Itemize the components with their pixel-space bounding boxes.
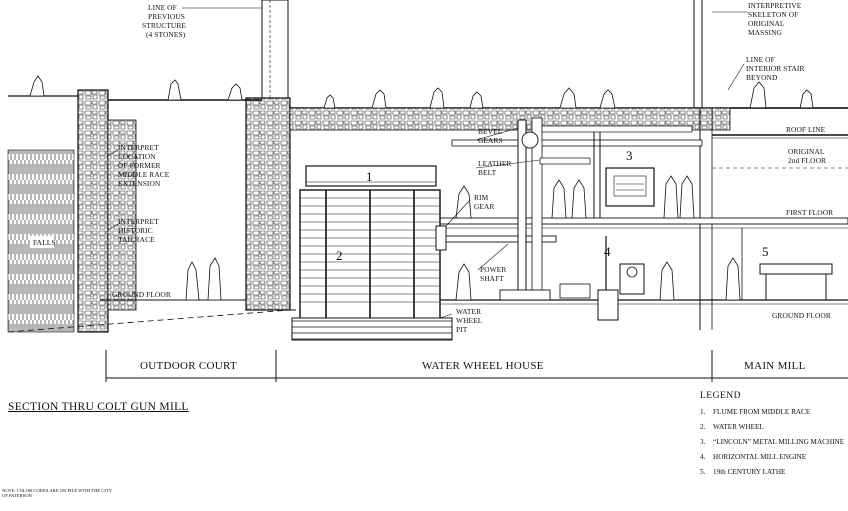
label-falls: FALLS	[33, 238, 56, 247]
legend-heading: LEGEND	[700, 391, 741, 401]
callout-bevel-gears: BEVEL GEARS	[478, 127, 504, 145]
callout-power-shaft: POWER SHAFT	[480, 265, 508, 283]
lathe	[741, 228, 833, 300]
water-wheel	[299, 189, 447, 321]
legend-num: 1.	[700, 408, 706, 416]
section-outdoor-court: OUTDOOR COURT	[140, 360, 237, 372]
callout-leather-belt: LEATHER BELT	[478, 159, 514, 177]
callout-tailrace: INTERPRET HISTORIC TAILRACE	[118, 217, 161, 244]
leader-lines	[107, 7, 748, 319]
callout-middle-race: INTERPRET LOCATION OF FORMER MIDDLE RACE…	[118, 143, 171, 188]
legend-num: 5.	[700, 468, 706, 476]
drawing-title: SECTION THRU COLT GUN MILL	[8, 401, 189, 413]
callout-water-wheel-pit: WATER WHEEL PIT	[456, 307, 484, 334]
flume	[305, 165, 437, 187]
middle-stone-wall	[245, 0, 291, 311]
callout-rim-gear: RIM GEAR	[474, 193, 495, 211]
legend: LEGEND 1. FLUME FROM MIDDLE RACE 2. WATE…	[700, 391, 846, 482]
legend-item-mill-engine: 4. HORIZONTAL MILL ENGINE	[700, 452, 846, 462]
section-water-wheel-house: WATER WHEEL HOUSE	[422, 360, 544, 372]
section-dimension-line	[105, 350, 848, 382]
legend-text: HORIZONTAL MILL ENGINE	[713, 453, 807, 461]
milling-machine	[593, 132, 655, 218]
legend-item-lathe: 5. 19th CENTURY LATHE	[700, 467, 846, 477]
callout-interior-stair: LINE OF INTERIOR STAIR BEYOND	[746, 55, 806, 82]
skeleton-lines	[693, 0, 848, 330]
label-original-2nd-floor: ORIGINAL 2nd FLOOR	[788, 147, 826, 165]
mill-engine	[559, 236, 645, 321]
legend-text: 19th CENTURY LATHE	[713, 468, 786, 476]
label-first-floor: FIRST FLOOR	[786, 208, 833, 217]
callout-interpretive-skeleton: INTERPRETIVE SKELETON OF ORIGINAL MASSIN…	[748, 1, 803, 37]
marker-2: 2	[336, 248, 343, 263]
power-shaft	[445, 117, 693, 301]
legend-item-water-wheel: 2. WATER WHEEL	[700, 422, 846, 432]
legend-num: 4.	[700, 453, 706, 461]
falls-area	[7, 149, 75, 333]
color-code-note: NOTE: COLOR CODES ARE ON FILE WITH THE C…	[2, 488, 112, 499]
tailrace-line	[7, 309, 291, 333]
marker-4: 4	[604, 244, 611, 259]
label-roof-line: ROOF LINE	[786, 125, 826, 134]
legend-num: 3.	[700, 438, 706, 446]
people-silhouettes-inside	[185, 175, 741, 301]
legend-item-milling-machine: 3. “LINCOLN” METAL MILLING MACHINE	[700, 437, 846, 447]
legend-text: “LINCOLN” METAL MILLING MACHINE	[713, 438, 845, 446]
section-main-mill: MAIN MILL	[744, 360, 806, 372]
people-silhouettes-top	[29, 75, 814, 109]
label-ground-floor-right: GROUND FLOOR	[772, 311, 831, 320]
marker-1: 1	[366, 169, 373, 184]
wheel-pit	[291, 317, 453, 341]
callout-line-prev-structure: LINE OF PREVIOUS STRUCTURE (4 STONES)	[142, 3, 188, 39]
legend-num: 2.	[700, 423, 706, 431]
label-ground-floor-left: GROUND FLOOR	[112, 290, 171, 299]
legend-text: WATER WHEEL	[713, 423, 764, 431]
left-stone-wall	[77, 89, 137, 333]
legend-text: FLUME FROM MIDDLE RACE	[713, 408, 811, 416]
marker-3: 3	[626, 148, 633, 163]
marker-5: 5	[762, 244, 769, 259]
legend-item-flume: 1. FLUME FROM MIDDLE RACE	[700, 407, 846, 417]
